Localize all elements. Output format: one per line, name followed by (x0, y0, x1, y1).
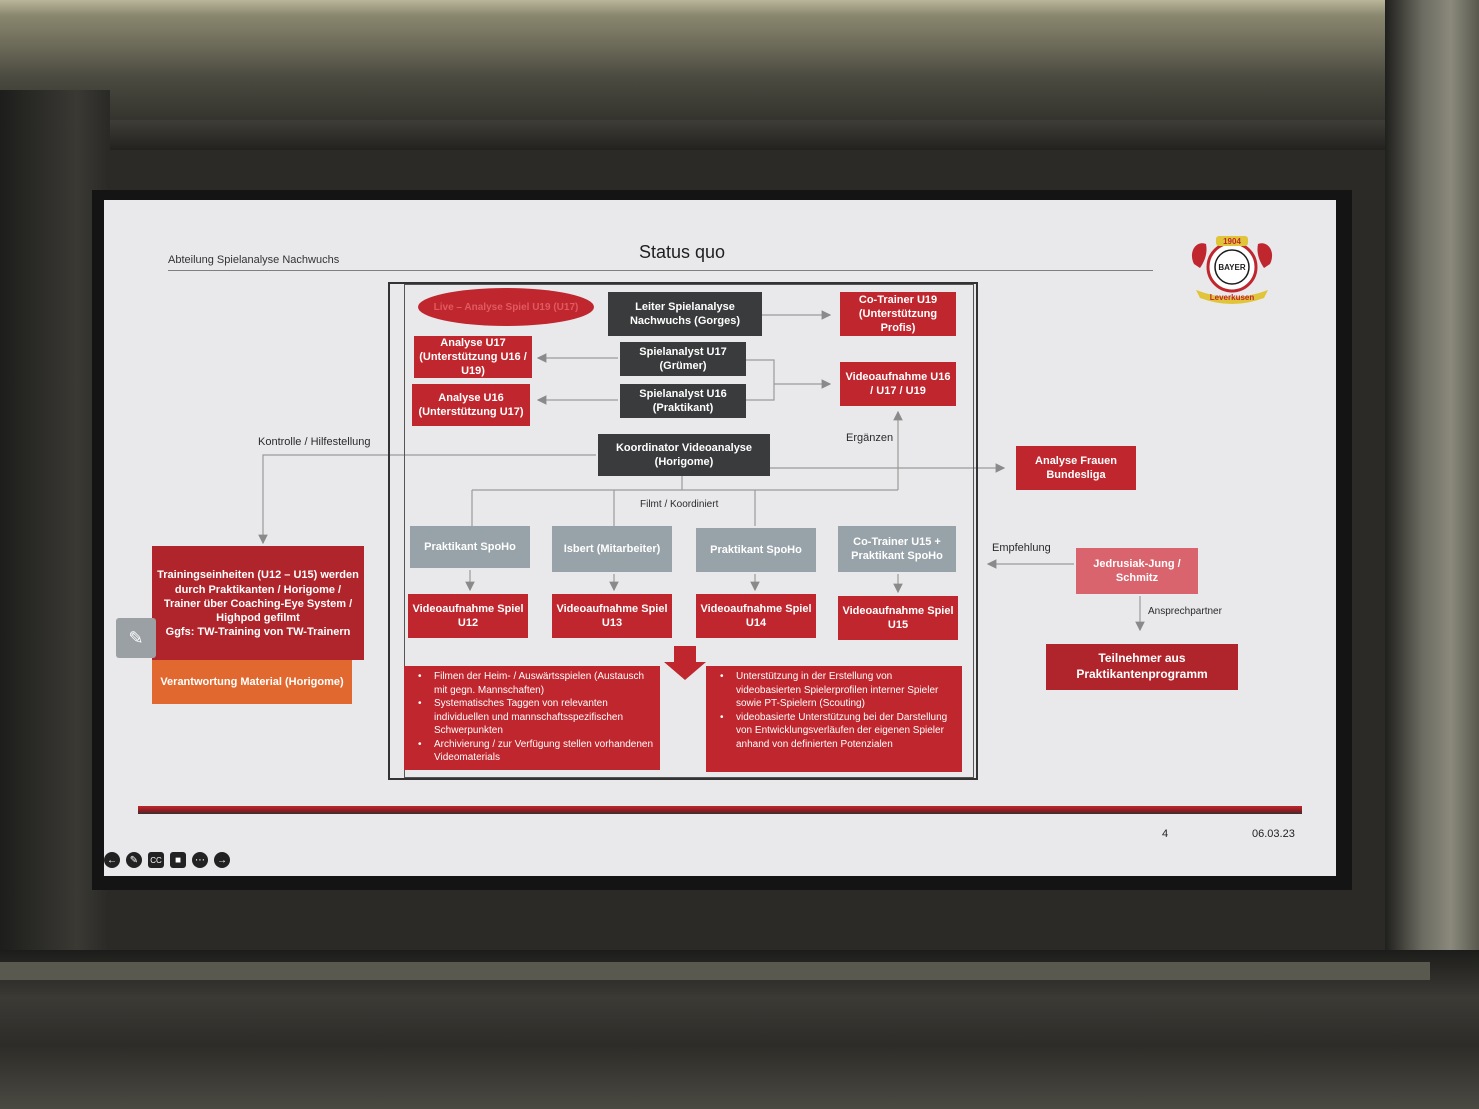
logo-ribbon: Leverkusen (1210, 293, 1255, 302)
pencil-icon[interactable]: ✎ (116, 618, 156, 658)
spielanalyst-u16-box: Spielanalyst U16 (Praktikant) (620, 384, 746, 418)
jedrusiak-box: Jedrusiak-Jung / Schmitz (1076, 548, 1198, 594)
room-left-wall (0, 90, 110, 990)
room-ceiling (0, 0, 1479, 130)
bullet-left-3: Archivierung / zur Verfügung stellen vor… (414, 738, 654, 765)
analyse-frauen-box: Analyse Frauen Bundesliga (1016, 446, 1136, 490)
empfehlung-label: Empfehlung (992, 542, 1051, 554)
ansprechpartner-label: Ansprechpartner (1148, 606, 1222, 617)
more-icon[interactable]: ⋯ (192, 852, 208, 868)
spielanalyst-u17-box: Spielanalyst U17 (Grümer) (620, 342, 746, 376)
bullet-left-2: Systematisches Taggen von relevanten ind… (414, 697, 654, 738)
header-rule (168, 270, 1153, 271)
bullet-right-1: Unterstützung in der Erstellung von vide… (716, 670, 956, 711)
page-number: 4 (1162, 828, 1169, 840)
inner-frame (404, 284, 974, 778)
verantwortung-material-box: Verantwortung Material (Horigome) (152, 660, 352, 704)
bullet-right-2: videobasierte Unterstützung bei der Dars… (716, 711, 956, 752)
koordinator-box: Koordinator Videoanalyse (Horigome) (598, 434, 770, 476)
footer-bar (138, 806, 1302, 814)
videoaufnahme-u13-box: Videoaufnahme Spiel U13 (552, 594, 672, 638)
video-off-icon[interactable]: ■ (170, 852, 186, 868)
isbert-box: Isbert (Mitarbeiter) (552, 526, 672, 572)
co-trainer-u15-box: Co-Trainer U15 + Praktikant SpoHo (838, 526, 956, 572)
leiter-box: Leiter Spielanalyse Nachwuchs (Gorges) (608, 292, 762, 336)
praktikant-spoho-2-box: Praktikant SpoHo (696, 528, 816, 572)
arrow-left-icon[interactable]: ← (104, 852, 120, 868)
bullets-right-box: Unterstützung in der Erstellung von vide… (706, 666, 962, 772)
down-arrow-icon (664, 646, 706, 680)
pen-icon[interactable]: ✎ (126, 852, 142, 868)
analyse-u17-box: Analyse U17 (Unterstützung U16 / U19) (414, 336, 532, 378)
slide-date: 06.03.23 (1252, 828, 1295, 840)
analyse-u16-box: Analyse U16 (Unterstützung U17) (412, 384, 530, 426)
logo-year: 1904 (1223, 237, 1241, 246)
praktikant-spoho-1-box: Praktikant SpoHo (410, 526, 530, 568)
bullet-left-1: Filmen der Heim- / Auswärtsspielen (Aust… (414, 670, 654, 697)
logo-text: BAYER (1218, 263, 1245, 272)
slide-title: Status quo (639, 242, 726, 262)
ergaenzen-label: Ergänzen (846, 432, 894, 444)
kontrolle-label: Kontrolle / Hilfestellung (258, 436, 371, 448)
presenter-toolbar: ← ✎ CC ■ ⋯ → (104, 852, 230, 868)
live-analysis-ellipse: Live – Analyse Spiel U19 (U17) (418, 288, 594, 326)
room-beam (0, 120, 1479, 150)
co-trainer-u19-box: Co-Trainer U19 (Unterstützung Profis) (840, 292, 956, 336)
videoaufnahme-u12-box: Videoaufnahme Spiel U12 (408, 594, 528, 638)
videoaufnahme-u16-u19-box: Videoaufnahme U16 / U17 / U19 (840, 362, 956, 406)
videoaufnahme-u14-box: Videoaufnahme Spiel U14 (696, 594, 816, 638)
filmt-label: Filmt / Koordiniert (640, 499, 719, 510)
trainingseinheiten-box: Trainingseinheiten (U12 – U15) werden du… (152, 546, 364, 660)
training-text: Trainingseinheiten (U12 – U15) werden du… (157, 569, 359, 625)
central-frame (388, 282, 978, 780)
room-ledge (0, 962, 1430, 980)
teilnehmer-box: Teilnehmer aus Praktikantenprogramm (1046, 644, 1238, 690)
bayer-leverkusen-logo: 1904 BAYER Leverkusen (1191, 236, 1273, 304)
bullets-left-box: Filmen der Heim- / Auswärtsspielen (Aust… (404, 666, 660, 770)
videoaufnahme-u15-box: Videoaufnahme Spiel U15 (838, 596, 958, 640)
captions-icon[interactable]: CC (148, 852, 164, 868)
training-gk-text: Ggfs: TW-Training von TW-Trainern (165, 626, 351, 639)
arrow-right-icon[interactable]: → (214, 852, 230, 868)
diagram-connectors (258, 310, 1145, 680)
department-label: Abteilung Spielanalyse Nachwuchs (168, 254, 340, 266)
room-right-wall (1385, 0, 1479, 1109)
presentation-slide: Abteilung Spielanalyse Nachwuchs Status … (104, 200, 1336, 876)
